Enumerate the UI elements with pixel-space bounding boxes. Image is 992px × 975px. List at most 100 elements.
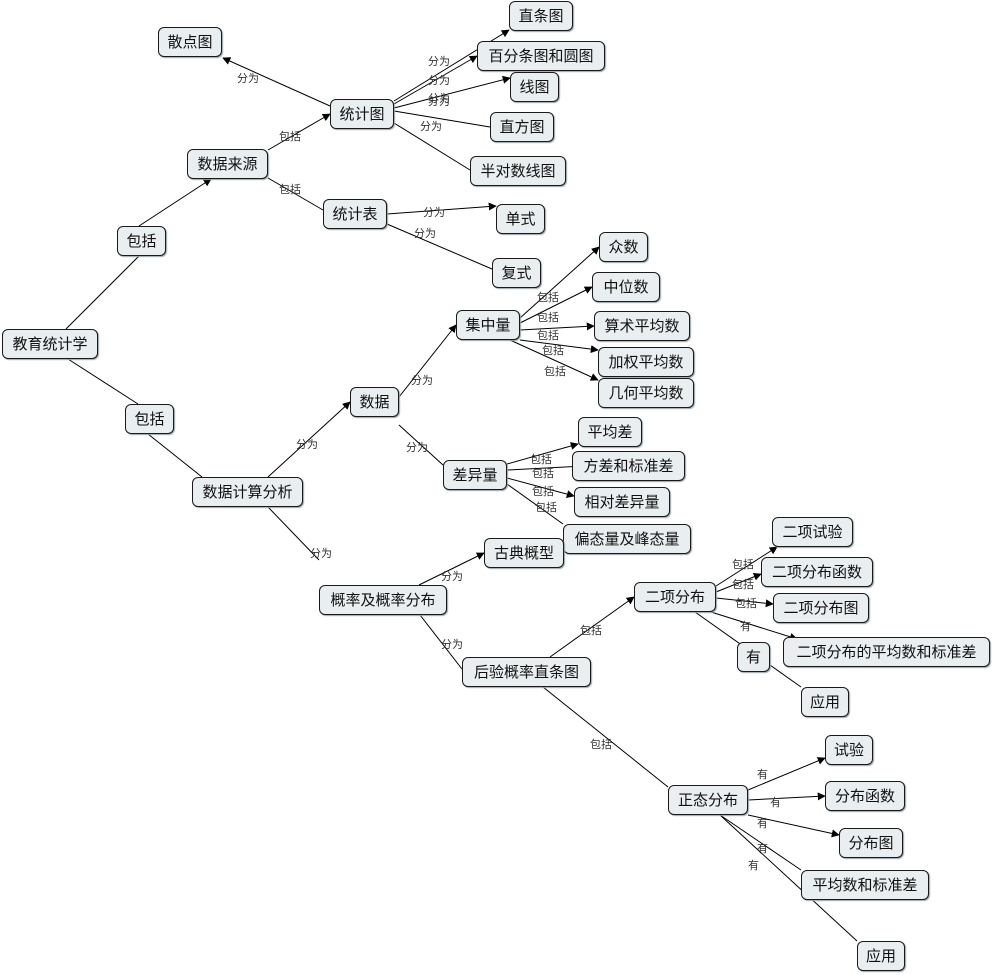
connector-line: [67, 358, 139, 405]
node-erxiang-shiyan[interactable]: 二项试验: [772, 517, 853, 547]
node-fangcha-biaozhuncha[interactable]: 方差和标准差: [572, 451, 685, 481]
node-tongjibiao[interactable]: 统计表: [323, 199, 387, 229]
node-erxiang-tu[interactable]: 二项分布图: [773, 593, 869, 623]
connector-line: [719, 814, 802, 871]
connector-line: [418, 552, 485, 586]
node-piantai-fengtai[interactable]: 偏态量及峰态量: [563, 524, 691, 554]
node-fushi[interactable]: 复式: [492, 258, 541, 288]
connector-line: [519, 322, 595, 331]
link-label-baokuo: 包括: [732, 557, 754, 571]
node-baokuo-upper[interactable]: 包括: [117, 226, 166, 256]
link-label-baokuo: 包括: [590, 737, 612, 751]
link-label-fenwei: 分为: [237, 72, 259, 85]
node-jihe-pingjunshu[interactable]: 几何平均数: [598, 378, 694, 408]
node-zhengtai-shiyan[interactable]: 试验: [825, 735, 873, 765]
link-label-fenwei: 分为: [420, 120, 442, 133]
link-label-baokuo: 包括: [537, 328, 559, 342]
node-gailv-fenbu[interactable]: 概率及概率分布: [319, 585, 447, 615]
link-label-you: 有: [748, 858, 759, 872]
link-label-baokuo: 包括: [530, 452, 552, 466]
link-label-baokuo: 包括: [279, 182, 301, 196]
node-shuju-laiyuan[interactable]: 数据来源: [187, 149, 268, 179]
connector-line: [719, 814, 858, 942]
connector-line: [542, 686, 669, 788]
node-shuju[interactable]: 数据: [350, 387, 399, 417]
link-label-fenwei: 分为: [423, 206, 445, 219]
node-pingjuncha[interactable]: 平均差: [578, 417, 642, 447]
node-xiantu[interactable]: 线图: [510, 72, 559, 102]
node-banduishu-xiantu[interactable]: 半对数线图: [470, 156, 566, 186]
link-label-fenwei: 分为: [310, 547, 332, 560]
connector-line: [267, 177, 324, 211]
link-label-baokuo: 包括: [580, 623, 602, 637]
node-jiaoyu-tongjixue[interactable]: 教育统计学: [2, 329, 98, 359]
node-jizhongliang[interactable]: 集中量: [456, 310, 520, 340]
link-label-baokuo: 包括: [732, 577, 754, 591]
connector-line: [519, 246, 600, 319]
connector-line: [506, 483, 564, 525]
node-zhengtai-yingyong[interactable]: 应用: [857, 941, 905, 971]
connector-line: [506, 442, 579, 465]
node-zhengtai-hanshu[interactable]: 分布函数: [825, 781, 905, 811]
node-erxiang-pingjun-biaozhuncha[interactable]: 二项分布的平均数和标准差: [783, 637, 990, 667]
connector-line: [419, 614, 463, 670]
link-label-fenwei: 分为: [428, 55, 450, 68]
connector-line: [519, 286, 593, 324]
link-label-baokuo: 包括: [542, 343, 564, 357]
node-zhengtai-tu[interactable]: 分布图: [839, 828, 903, 858]
connector-line: [506, 462, 585, 471]
node-suanshu-pingjunshu[interactable]: 算术平均数: [594, 311, 690, 341]
connector-line: [398, 324, 457, 398]
node-zhifangtu[interactable]: 直方图: [490, 112, 554, 142]
node-shuju-jisuan-fenxi[interactable]: 数据计算分析: [192, 477, 303, 507]
node-zhongweishu[interactable]: 中位数: [592, 272, 660, 302]
link-label-baokuo: 包括: [537, 310, 559, 324]
connector-line: [715, 546, 778, 587]
link-label-fenwei: 分为: [441, 638, 463, 651]
connector-line: [267, 401, 351, 478]
connector-line: [138, 178, 212, 227]
node-you[interactable]: 有: [737, 642, 770, 672]
node-xiangdui-chayiliang[interactable]: 相对差异量: [574, 487, 670, 517]
node-sandiantu[interactable]: 散点图: [158, 27, 222, 57]
node-chayiliang[interactable]: 差异量: [443, 460, 507, 490]
link-label-fenwei: 分为: [411, 374, 433, 387]
node-erxiang-yingyong[interactable]: 应用: [801, 687, 849, 717]
link-label-baokuo: 包括: [279, 129, 301, 143]
link-label-you: 有: [770, 795, 781, 809]
node-zhongshu[interactable]: 众数: [599, 232, 648, 262]
connector-line: [747, 814, 840, 838]
link-label-fenwei: 分为: [406, 441, 428, 454]
connector-line: [393, 110, 491, 128]
connector-line: [506, 477, 575, 498]
node-houyan-gailv[interactable]: 后验概率直条图: [462, 657, 591, 687]
node-gudian-gaixing[interactable]: 古典概型: [484, 538, 564, 568]
connector-line: [386, 202, 497, 215]
link-label-baokuo: 包括: [537, 290, 559, 304]
link-label-fenwei: 分为: [296, 438, 318, 451]
connector-line: [509, 339, 599, 381]
link-label-baokuo: 包括: [535, 500, 557, 514]
node-baokuo-lower[interactable]: 包括: [125, 404, 174, 434]
link-label-fenwei: 分为: [441, 570, 463, 583]
node-tongjitu[interactable]: 统计图: [330, 99, 394, 129]
node-danshi[interactable]: 单式: [496, 204, 545, 234]
node-erxiang-hanshu[interactable]: 二项分布函数: [761, 557, 873, 587]
node-zhitiaotu[interactable]: 直条图: [509, 1, 573, 31]
node-zhengtai-fenbu[interactable]: 正态分布: [668, 785, 748, 815]
node-baifen-tiaotu[interactable]: 百分条图和圆图: [477, 41, 605, 71]
node-jiaquan-pingjunshu[interactable]: 加权平均数: [598, 347, 694, 377]
link-label-baokuo: 包括: [544, 364, 566, 378]
node-zhengtai-pingjun-biaozhuncha[interactable]: 平均数和标准差: [801, 870, 929, 900]
link-label-you: 有: [757, 767, 768, 781]
connector-line: [393, 55, 478, 105]
connector-line: [519, 339, 599, 354]
node-erxiang-fenbu[interactable]: 二项分布: [634, 582, 716, 612]
connector-line: [386, 223, 493, 270]
connector-line: [267, 113, 331, 151]
connector-line: [398, 424, 444, 466]
connector-line: [747, 757, 826, 791]
connector-line: [267, 506, 320, 561]
